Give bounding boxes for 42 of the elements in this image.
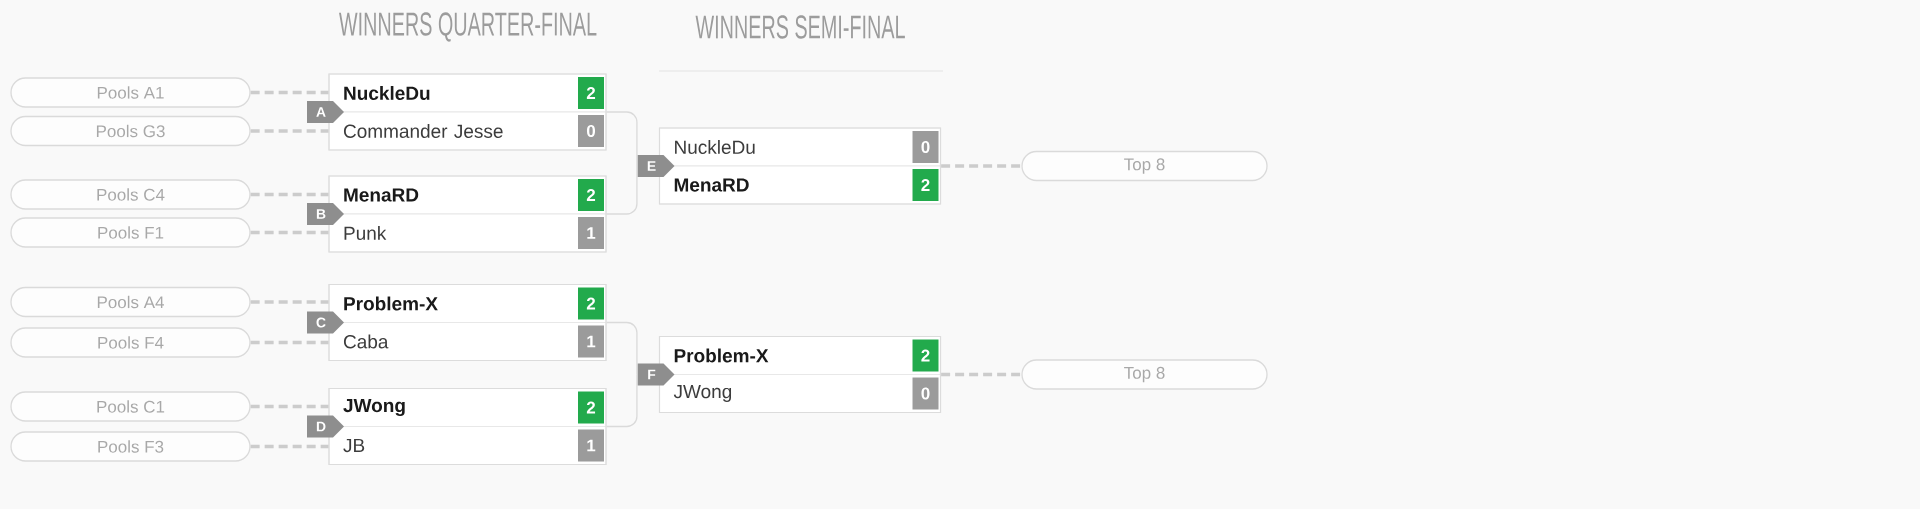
dashed-line <box>250 444 329 449</box>
slot-pill: Pools A1 <box>10 77 251 108</box>
slot-pill: Pools G3 <box>10 115 251 147</box>
match-tag: E <box>637 155 675 177</box>
dashed-line <box>250 340 329 345</box>
slot-pill: Pools C1 <box>10 391 251 422</box>
match-tag: C <box>307 311 344 334</box>
score-box: 1 <box>578 217 604 249</box>
dashed-line <box>250 129 329 133</box>
bracket-line <box>605 321 638 376</box>
score-box: 2 <box>578 77 604 109</box>
bracket-line <box>605 165 638 215</box>
score-box: 2 <box>912 169 939 201</box>
match-tag: F <box>637 363 675 386</box>
score-box: 2 <box>578 179 604 211</box>
bracket-line <box>605 373 638 428</box>
column-heading: WINNERS SEMI-FINAL <box>695 15 905 39</box>
dashed-line <box>250 192 329 197</box>
match-tag: B <box>307 203 344 225</box>
score-box: 2 <box>578 287 604 320</box>
dashed-line <box>250 404 329 409</box>
score-box: 0 <box>912 131 939 163</box>
score-box: 1 <box>578 325 604 358</box>
score-box: 0 <box>578 115 604 147</box>
match-tag: D <box>307 415 344 438</box>
dashed-line <box>250 230 329 235</box>
bracket-line <box>605 111 638 167</box>
dashed-line <box>941 164 1022 168</box>
column-heading: WINNERS QUARTER-FINAL <box>339 12 597 42</box>
slot-pill: Pools C4 <box>10 179 251 210</box>
dashed-line <box>250 90 329 95</box>
dashed-line <box>250 300 329 304</box>
slot-pill: Pools F1 <box>10 217 251 248</box>
match-tag: A <box>307 101 344 123</box>
dashed-line <box>941 372 1022 377</box>
score-box: 2 <box>578 391 604 424</box>
slot-pill: Top 8 <box>1021 359 1268 390</box>
slot-pill: Pools A4 <box>10 286 251 318</box>
slot-pill: Top 8 <box>1021 150 1268 182</box>
slot-pill: Pools F4 <box>10 327 251 358</box>
slot-pill: Pools F3 <box>10 431 251 462</box>
score-box: 1 <box>578 429 604 462</box>
